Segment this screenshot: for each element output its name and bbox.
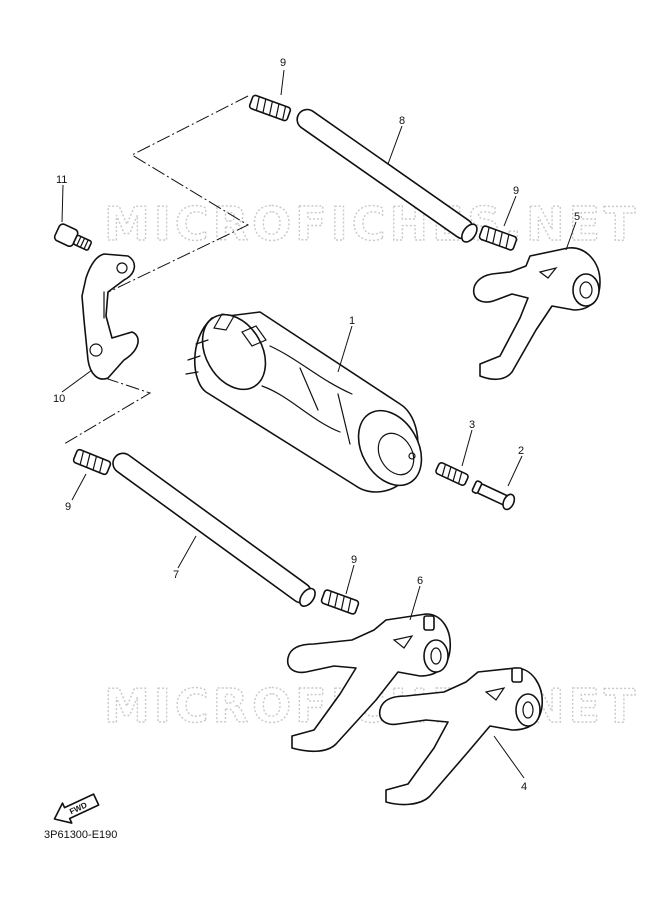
callout-8: 8 (399, 115, 405, 127)
leader-9-left (71, 473, 87, 501)
spring-9-lower[interactable] (320, 589, 360, 615)
leader-1 (337, 325, 353, 373)
leader-3 (461, 429, 473, 467)
callout-1: 1 (349, 315, 355, 327)
leader-2 (507, 455, 523, 487)
assembly-line-lower (63, 377, 152, 445)
leader-5 (565, 221, 577, 251)
shift-fork-5[interactable] (472, 247, 601, 381)
leader-10 (61, 369, 93, 393)
bolt-11[interactable] (53, 223, 93, 255)
leader-9-top (280, 69, 285, 96)
leader-11 (61, 184, 64, 223)
callout-9-top: 9 (280, 57, 286, 69)
callout-9-left: 9 (65, 501, 71, 513)
leader-7 (177, 535, 197, 569)
fwd-arrow-icon: FWD (53, 793, 100, 824)
shift-fork-shaft-7[interactable] (109, 449, 318, 609)
diagram-code: 3P61300-E190 (44, 829, 117, 841)
shift-fork-shaft-8[interactable] (293, 106, 480, 245)
stopper-plate-10[interactable] (81, 253, 139, 380)
spring-3[interactable] (435, 461, 469, 487)
callout-2: 2 (518, 445, 524, 457)
shift-fork-4[interactable] (378, 667, 543, 806)
callout-10: 10 (53, 393, 65, 405)
callout-5: 5 (574, 211, 580, 223)
callout-3: 3 (469, 419, 475, 431)
watermark-top: MICROFICHES.NET (104, 197, 639, 251)
leader-9-right (503, 195, 517, 227)
callout-11: 11 (56, 174, 67, 186)
spring-9-top[interactable] (248, 94, 292, 122)
callout-4: 4 (521, 781, 527, 793)
pin-2[interactable] (471, 479, 517, 512)
leader-8 (387, 125, 403, 165)
callout-6: 6 (417, 575, 423, 587)
callout-9-right: 9 (513, 185, 519, 197)
shift-fork-6[interactable] (286, 613, 451, 753)
spring-9-right[interactable] (478, 225, 518, 251)
spring-9-left[interactable] (72, 448, 112, 476)
shift-drum-1[interactable] (185, 303, 434, 496)
leader-6 (409, 585, 421, 621)
callout-7: 7 (173, 569, 179, 581)
callout-9-lower: 9 (351, 554, 357, 566)
leader-4 (493, 735, 525, 779)
leader-9-lower (345, 564, 355, 595)
